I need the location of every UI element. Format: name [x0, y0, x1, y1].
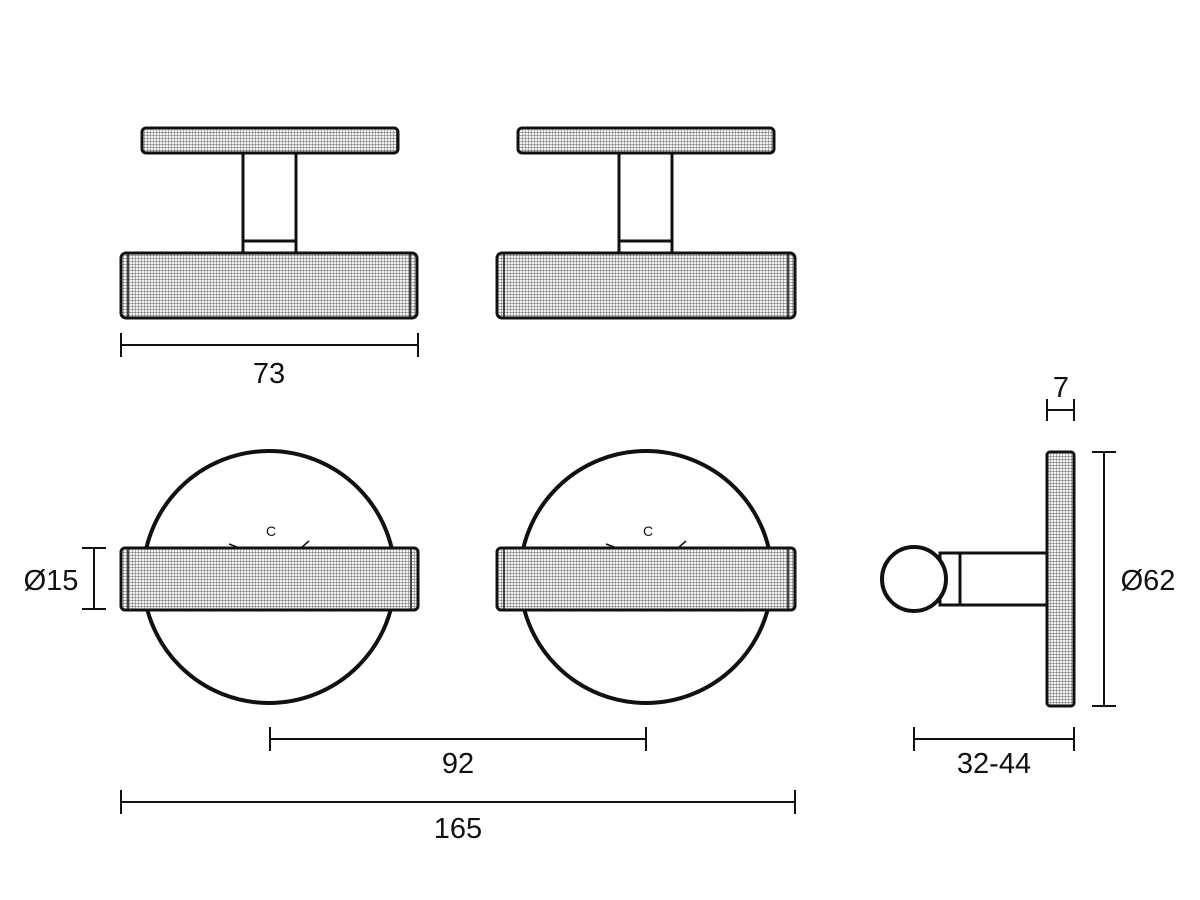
top-right-grip: [495, 251, 797, 320]
dimension-92: [269, 727, 647, 751]
side-view-handle: [880, 450, 1076, 708]
top-left-rose-plate: [140, 126, 400, 155]
dimension-73: [120, 333, 419, 357]
dimension-door-thickness: [913, 727, 1075, 751]
top-view-left-handle: [119, 126, 419, 320]
front-right-grip-bar: [495, 546, 797, 612]
front-right-mark-tick-a: [605, 543, 617, 549]
top-right-rose-plate: [516, 126, 776, 155]
front-left-mark-tick-a: [228, 543, 240, 549]
dimension-rose-diameter: [1092, 451, 1116, 707]
dimension-door-thickness-label: 32-44: [957, 748, 1031, 780]
front-left-mark-label: C: [266, 523, 276, 539]
side-spindle: [938, 551, 1050, 607]
dimension-165-label: 165: [434, 813, 482, 845]
dimension-rose-thickness: [1046, 399, 1075, 421]
top-right-spindle: [617, 151, 674, 243]
dimension-165: [120, 790, 796, 814]
dimension-rose-diameter-label: Ø62: [1121, 565, 1176, 597]
top-left-spindle: [241, 151, 298, 243]
top-view-right-handle: [495, 126, 797, 320]
front-view-left-handle: [119, 449, 420, 705]
top-left-grip: [119, 251, 419, 320]
dimension-bar-diameter-label: Ø15: [24, 565, 79, 597]
front-right-mark-label: C: [643, 523, 653, 539]
front-view-right-handle: [495, 449, 797, 705]
dimension-rose-thickness-label: 7: [1053, 372, 1069, 404]
dimension-73-label: 73: [253, 358, 285, 390]
side-rose-plate: [1045, 450, 1076, 708]
front-left-mark-tick-b: [300, 540, 310, 549]
front-right-mark-tick-b: [677, 540, 687, 549]
dimension-92-label: 92: [442, 748, 474, 780]
side-grip-end: [880, 545, 948, 613]
dimension-bar-diameter: [82, 547, 106, 610]
front-left-grip-bar: [119, 546, 420, 612]
